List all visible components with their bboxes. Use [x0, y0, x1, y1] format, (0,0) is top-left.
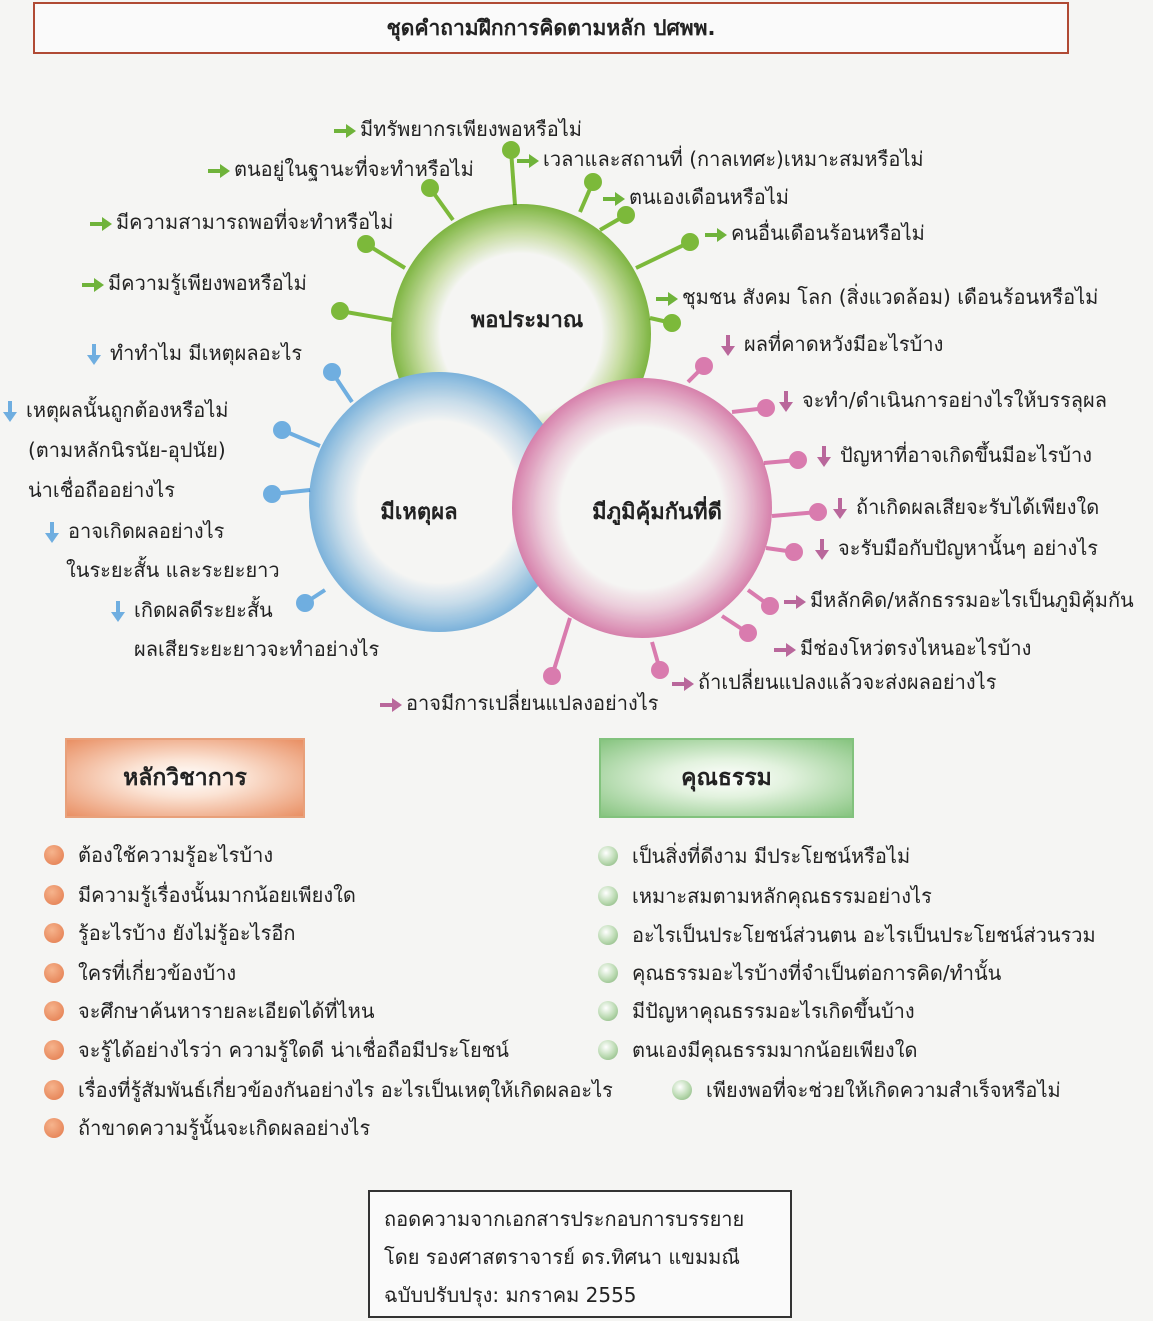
morality-item: เพียงพอที่จะช่วยให้เกิดความสำเร็จหรือไม่ — [672, 1077, 1061, 1103]
blue-question: ทำทำไม มีเหตุผลอะไร — [86, 341, 302, 366]
academic-item: มีความรู้เรื่องนั้นมากน้อยเพียงใด — [44, 882, 356, 908]
credit-line: โดย รองศาสตราจารย์ ดร.ทิศนา แขมมณี — [384, 1245, 740, 1269]
green-question: คนอื่นเดือนร้อนหรือไม่ — [705, 221, 925, 245]
morality-item: เหมาะสมตามหลักคุณธรรมอย่างไร — [598, 883, 932, 909]
green-bullet-icon — [672, 1080, 692, 1100]
morality-item: เป็นสิ่งที่ดีงาม มีประโยชน์หรือไม่ — [598, 843, 910, 869]
pink-question: มีหลักคิด/หลักธรรมอะไรเป็นภูมิคุ้มกัน — [784, 588, 1134, 612]
green-stems — [331, 141, 699, 332]
arrow-right-icon — [90, 216, 112, 232]
pink-question: จะรับมือกับปัญหานั้นๆ อย่างไร — [814, 536, 1098, 561]
arrow-down-icon — [2, 400, 18, 423]
orange-bullet-icon — [44, 845, 64, 865]
academic-item: ต้องใช้ความรู้อะไรบ้าง — [44, 842, 273, 868]
credit-line: ฉบับปรับปรุง: มกราคม 2555 — [384, 1283, 637, 1307]
morality-item: คุณธรรมอะไรบ้างที่จำเป็นต่อการคิด/ทำนั้น — [598, 960, 1001, 986]
circle-label-top: พอประมาณ — [471, 308, 584, 333]
pink-stems — [543, 357, 827, 685]
blue-question-cont: ผลเสียระยะยาวจะทำอย่างไร — [134, 637, 380, 661]
arrow-right-icon — [380, 697, 402, 713]
green-bullet-icon — [598, 886, 618, 906]
credit-line: ถอดความจากเอกสารประกอบการบรรยาย — [384, 1207, 745, 1231]
arrow-right-icon — [334, 123, 356, 139]
blue-stems — [263, 363, 354, 612]
green-question: ตนเองเดือนหรือไม่ — [603, 185, 789, 209]
orange-bullet-icon — [44, 885, 64, 905]
arrow-down-icon — [832, 497, 848, 520]
orange-bullet-icon — [44, 1040, 64, 1060]
blue-question: เหตุผลนั้นถูกต้องหรือไม่ — [2, 398, 229, 423]
arrow-right-icon — [656, 291, 678, 307]
pink-question: ถ้าเปลี่ยนแปลงแล้วจะส่งผลอย่างไร — [672, 670, 996, 694]
credit-box: ถอดความจากเอกสารประกอบการบรรยาย โดย รองศ… — [368, 1190, 792, 1318]
arrow-down-icon — [110, 600, 126, 623]
arrow-right-icon — [603, 191, 625, 207]
green-bullet-icon — [598, 846, 618, 866]
page-title-text: ชุดคำถามฝึกการคิดตามหลัก ปศพพ. — [386, 15, 716, 40]
green-bullet-icon — [598, 1001, 618, 1021]
arrow-right-icon — [517, 153, 539, 169]
academic-item: ถ้าขาดความรู้นั้นจะเกิดผลอย่างไร — [44, 1115, 370, 1141]
blue-question-cont: (ตามหลักนิรนัย-อุปนัย) — [28, 438, 226, 462]
circle-immunity — [512, 378, 772, 638]
academic-heading: หลักวิชาการ — [65, 738, 305, 818]
morality-item: มีปัญหาคุณธรรมอะไรเกิดขึ้นบ้าง — [598, 998, 915, 1024]
green-question: มีทรัพยากรเพียงพอหรือไม่ — [334, 117, 582, 141]
circle-label-left: มีเหตุผล — [380, 500, 457, 526]
academic-item: จะศึกษาค้นหารายละเอียดได้ที่ไหน — [44, 998, 375, 1024]
orange-bullet-icon — [44, 963, 64, 983]
green-question: มีความรู้เพียงพอหรือไม่ — [82, 271, 307, 295]
green-question: ตนอยู่ในฐานะที่จะทำหรือไม่ — [208, 157, 474, 181]
circle-label-right: มีภูมิคุ้มกันที่ดี — [592, 495, 722, 526]
pink-question: ปัญหาที่อาจเกิดขึ้นมีอะไรบ้าง — [816, 443, 1092, 468]
green-bullet-icon — [598, 963, 618, 983]
green-question: มีความสามารถพอที่จะทำหรือไม่ — [90, 210, 393, 234]
orange-bullet-icon — [44, 1118, 64, 1138]
pink-question: ถ้าเกิดผลเสียจะรับได้เพียงใด — [832, 495, 1099, 520]
blue-question-cont: น่าเชื่อถืออย่างไร — [28, 478, 175, 502]
academic-item: เรื่องที่รู้สัมพันธ์เกี่ยวข้องกันอย่างไร… — [44, 1077, 613, 1103]
academic-item: ใครที่เกี่ยวข้องบ้าง — [44, 960, 236, 986]
morality-item: อะไรเป็นประโยชน์ส่วนตน อะไรเป็นประโยชน์ส… — [598, 922, 1096, 948]
blue-question: เกิดผลดีระยะสั้น — [110, 598, 273, 623]
arrow-right-icon — [705, 227, 727, 243]
arrow-down-icon — [814, 538, 830, 561]
venn-diagram: พอประมาณ มีเหตุผล มีภูมิคุ้มกันที่ดี — [263, 141, 827, 685]
blue-question: อาจเกิดผลอย่างไร — [44, 519, 224, 544]
green-question: เวลาและสถานที่ (กาลเทศะ)เหมาะสมหรือไม่ — [517, 147, 924, 171]
arrow-right-icon — [784, 594, 806, 610]
page-title: ชุดคำถามฝึกการคิดตามหลัก ปศพพ. — [33, 2, 1069, 54]
morality-heading: คุณธรรม — [599, 738, 854, 818]
arrow-down-icon — [778, 390, 794, 413]
green-question: ชุมชน สังคม โลก (สิ่งแวดล้อม) เดือนร้อนห… — [656, 285, 1098, 309]
arrow-down-icon — [816, 445, 832, 468]
academic-item: จะรู้ได้อย่างไรว่า ความรู้ใดดี น่าเชื่อถ… — [44, 1037, 509, 1063]
arrow-down-icon — [44, 521, 60, 544]
pink-question: มีช่องโหว่ตรงไหนอะไรบ้าง — [774, 636, 1031, 660]
blue-question-cont: ในระยะสั้น และระยะยาว — [66, 558, 280, 582]
pink-question: จะทำ/ดำเนินการอย่างไรให้บรรลุผล — [778, 388, 1107, 413]
circle-reasonableness — [309, 372, 569, 632]
academic-item: รู้อะไรบ้าง ยังไม่รู้อะไรอีก — [44, 920, 296, 946]
green-bullet-icon — [598, 1040, 618, 1060]
pink-question: อาจมีการเปลี่ยนแปลงอย่างไร — [380, 691, 659, 715]
pink-question: ผลที่คาดหวังมีอะไรบ้าง — [720, 332, 943, 357]
orange-bullet-icon — [44, 1080, 64, 1100]
orange-bullet-icon — [44, 1001, 64, 1021]
arrow-right-icon — [82, 277, 104, 293]
arrow-down-icon — [86, 343, 102, 366]
arrow-down-icon — [720, 334, 736, 357]
arrow-right-icon — [774, 642, 796, 658]
green-bullet-icon — [598, 925, 618, 945]
arrow-right-icon — [208, 163, 230, 179]
orange-bullet-icon — [44, 923, 64, 943]
morality-item: ตนเองมีคุณธรรมมากน้อยเพียงใด — [598, 1037, 917, 1063]
arrow-right-icon — [672, 676, 694, 692]
